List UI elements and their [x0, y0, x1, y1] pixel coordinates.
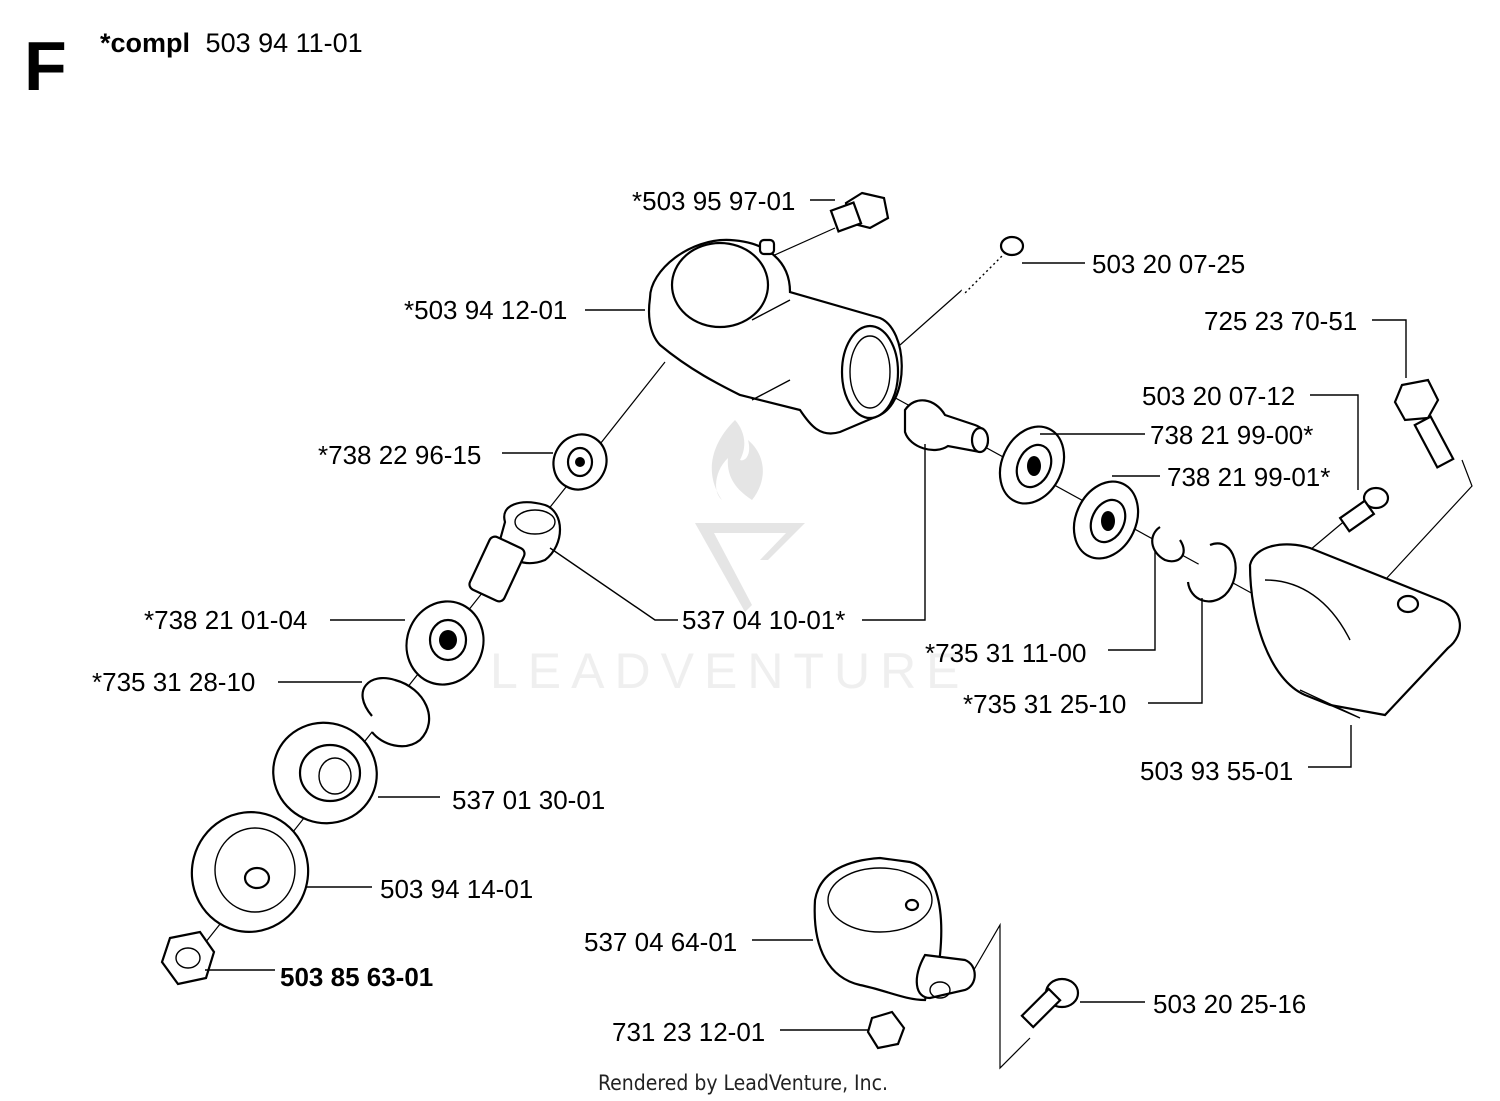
- label-hex-bolt-right: 725 23 70-51: [1204, 306, 1357, 336]
- flange: [272, 721, 378, 825]
- label-screw-top: 503 20 07-25: [1092, 249, 1245, 279]
- label-bolt-top: *503 95 97-01: [632, 186, 795, 216]
- assembly-title: *compl 503 94 11-01: [100, 28, 363, 58]
- label-circlip-b: *735 31 25-10: [963, 689, 1126, 719]
- circlip-b: [1186, 542, 1237, 603]
- bevel-gear-left: [468, 501, 561, 603]
- label-nut: 503 85 63-01: [280, 962, 433, 992]
- label-clamp-screw: 503 20 25-16: [1153, 989, 1306, 1019]
- leader-lines: [205, 199, 1407, 1031]
- compl-prefix: *compl: [100, 28, 190, 58]
- bearing-a: [998, 425, 1066, 505]
- label-bearing-a: 738 21 99-00*: [1150, 420, 1313, 450]
- axis-screw: [899, 289, 963, 346]
- label-guard: 503 93 55-01: [1140, 756, 1293, 786]
- clamp: [813, 856, 976, 1002]
- axis-bolt: [767, 227, 836, 259]
- label-bearing-c: *738 21 01-04: [144, 605, 307, 635]
- label-circlip-a: *735 31 11-00: [925, 638, 1086, 668]
- axis-clamp: [967, 922, 1031, 1070]
- screw-right: [1338, 486, 1390, 533]
- bearing-b: [1072, 480, 1140, 560]
- label-flange: 537 01 30-01: [452, 785, 605, 815]
- label-bevel-gear-set: 537 04 10-01*: [682, 605, 845, 635]
- compl-number: 503 94 11-01: [206, 28, 363, 58]
- label-circlip-left: *735 31 28-10: [92, 667, 255, 697]
- axis-hexbolt: [1384, 459, 1473, 581]
- screw-top: [961, 235, 1025, 297]
- label-clamp: 537 04 64-01: [584, 927, 737, 957]
- label-bearing-b: 738 21 99-01*: [1167, 462, 1330, 492]
- circlip-left: [361, 677, 431, 748]
- label-clamp-nut: 731 23 12-01: [612, 1017, 765, 1047]
- v-logo-icon: [695, 523, 805, 612]
- gear-housing: [647, 238, 903, 435]
- label-gear-housing: *503 94 12-01: [404, 295, 567, 325]
- small-bearing: [552, 433, 608, 491]
- nut: [160, 930, 216, 986]
- label-small-bearing: *738 22 96-15: [318, 440, 481, 470]
- clamp-screw: [1020, 977, 1080, 1029]
- label-support-cup: 503 94 14-01: [380, 874, 533, 904]
- clamp-nut: [866, 1010, 906, 1050]
- footer-credit: Rendered by LeadVenture, Inc.: [598, 1071, 888, 1095]
- pinion-gear-right: [903, 399, 990, 454]
- hex-bolt-right: [1393, 378, 1455, 469]
- label-screw-right: 503 20 07-12: [1142, 381, 1295, 411]
- support-cup: [190, 811, 310, 933]
- bearing-c: [405, 600, 485, 686]
- watermark: LEADVENTURE: [490, 420, 970, 699]
- flame-icon: [711, 420, 763, 500]
- guard-cover: [1248, 543, 1461, 719]
- circlip-a: [1151, 526, 1185, 563]
- section-letter: F: [24, 27, 67, 105]
- watermark-text: LEADVENTURE: [490, 643, 970, 699]
- hex-bolt-top: [829, 191, 890, 233]
